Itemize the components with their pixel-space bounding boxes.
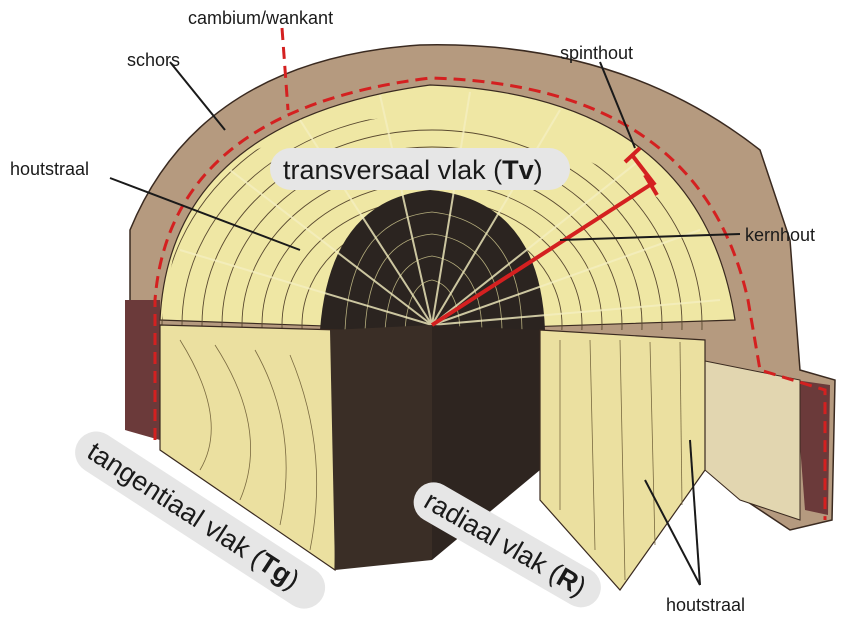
label-houtstraal-bottom: houtstraal bbox=[666, 595, 745, 615]
transversal-label-text: transversaal vlak ( bbox=[283, 155, 502, 185]
label-schors: schors bbox=[127, 50, 180, 70]
label-spinthout: spinthout bbox=[560, 43, 633, 63]
right-block bbox=[700, 360, 800, 520]
label-houtstraal-top: houtstraal bbox=[10, 159, 89, 179]
transversal-label: transversaal vlak (Tv) bbox=[283, 155, 543, 185]
label-cambium: cambium/wankant bbox=[188, 8, 333, 28]
heartwood-column bbox=[330, 325, 432, 570]
label-kernhout: kernhout bbox=[745, 225, 815, 245]
transversal-label-close: ) bbox=[534, 155, 543, 185]
transversal-label-abbr: Tv bbox=[502, 155, 534, 185]
